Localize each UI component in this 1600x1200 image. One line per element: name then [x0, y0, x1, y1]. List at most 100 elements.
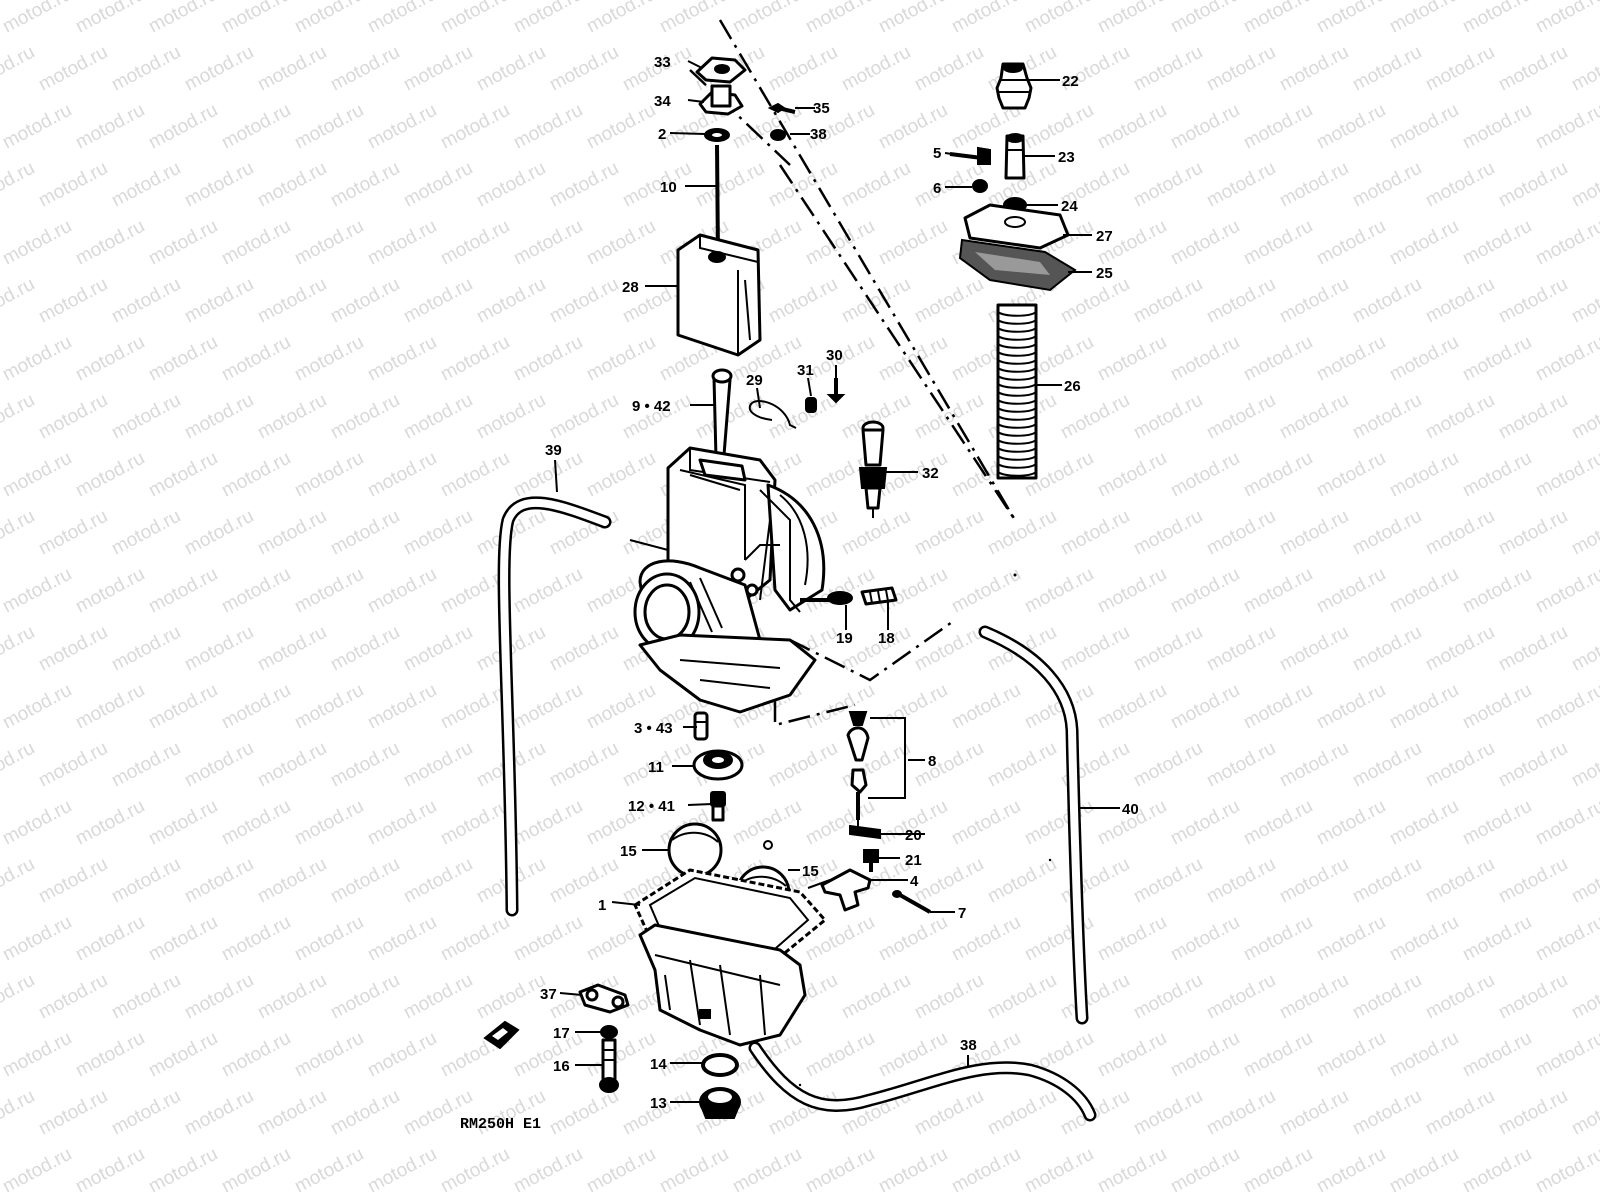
plate-27 [963, 203, 1070, 250]
spring-26 [996, 303, 1038, 480]
spring-coil [997, 383, 1037, 389]
spring-coil [997, 399, 1037, 405]
plate-37 [578, 983, 630, 1014]
callout-labels: 33 34 2 35 38 10 28 9 • 42 29 31 30 32 2… [460, 54, 1139, 1133]
spring-coil [997, 463, 1037, 469]
spring-coil [997, 391, 1037, 397]
callout-3-43: 3 • 43 [634, 720, 673, 737]
callout-23: 23 [1058, 149, 1075, 166]
clip-29 [748, 400, 797, 429]
spring-coil [997, 351, 1037, 357]
screw-21 [863, 849, 879, 872]
screw-30 [826, 378, 846, 404]
drawing-code: RM250H E1 [460, 1116, 541, 1133]
spring-coil [997, 407, 1037, 413]
callout-26: 26 [1064, 378, 1081, 395]
callout-37: 37 [540, 986, 557, 1003]
spring-coil [997, 359, 1037, 365]
callout-22: 22 [1062, 73, 1079, 90]
callout-16: 16 [553, 1058, 570, 1075]
leader-lines [554, 60, 1120, 1103]
throttle-valve-28 [676, 233, 762, 357]
callout-4: 4 [910, 873, 919, 890]
callout-7: 7 [958, 905, 966, 922]
nozzle-11 [692, 749, 744, 781]
cap-22 [995, 62, 1033, 110]
oring-14 [701, 1053, 739, 1077]
spring-coil [997, 311, 1037, 317]
callout-39: 39 [545, 442, 562, 459]
spring-coil [997, 431, 1037, 437]
callout-34: 34 [654, 93, 671, 110]
callout-15a: 15 [620, 843, 637, 860]
spring-18 [860, 586, 898, 606]
callout-29: 29 [746, 372, 763, 389]
spring-coil [997, 447, 1037, 453]
callout-40: 40 [1122, 801, 1139, 818]
callout-17: 17 [553, 1025, 570, 1042]
nut-23 [1004, 133, 1026, 180]
callout-2: 2 [658, 126, 666, 143]
carburetor-body [629, 446, 826, 714]
screw-5 [949, 146, 991, 165]
callout-35: 35 [813, 100, 830, 117]
screw-32 [858, 420, 888, 518]
hose-38 [748, 1041, 1097, 1122]
callout-38a: 38 [810, 126, 827, 143]
cap-34 [698, 84, 744, 116]
pin-7 [892, 890, 931, 914]
bolt-16 [599, 1038, 619, 1093]
float-15a [667, 822, 723, 878]
callout-18: 18 [878, 630, 895, 647]
jet-needle-9-42 [711, 368, 733, 460]
spring-coil [997, 335, 1037, 341]
washer-38a [770, 129, 786, 141]
callout-27: 27 [1096, 228, 1113, 245]
callout-12-41: 12 • 41 [628, 798, 675, 815]
plug-small [483, 1020, 520, 1050]
scan-specks [798, 573, 1052, 1087]
ring-2 [704, 128, 730, 142]
callout-38b: 38 [960, 1037, 977, 1054]
needle-valve-8 [846, 711, 906, 820]
plug-13 [699, 1087, 741, 1119]
callout-32: 32 [922, 465, 939, 482]
callout-5: 5 [933, 145, 941, 162]
cap-33 [695, 56, 747, 84]
callout-14: 14 [650, 1056, 667, 1073]
bolt-35 [767, 102, 796, 114]
spring-coil [997, 327, 1037, 333]
spring-coil [997, 319, 1037, 325]
callout-25: 25 [1096, 265, 1113, 282]
hose-40 [978, 625, 1089, 1025]
callout-1: 1 [598, 897, 606, 914]
spring-coil [997, 471, 1037, 477]
spring-coil [997, 343, 1037, 349]
callout-33: 33 [654, 54, 671, 71]
float-arm-4 [807, 868, 872, 912]
callout-13: 13 [650, 1095, 667, 1112]
callout-6: 6 [933, 180, 941, 197]
hose-39 [497, 496, 612, 917]
assembly-line [689, 19, 1017, 727]
spring-coil [997, 455, 1037, 461]
jet-19 [800, 591, 853, 605]
callout-8: 8 [928, 753, 936, 770]
jet-12-41 [710, 791, 726, 822]
callout-28: 28 [622, 279, 639, 296]
callout-30: 30 [826, 347, 843, 364]
callout-15b: 15 [802, 863, 819, 880]
spring-coil [997, 439, 1037, 445]
washer-6 [972, 179, 988, 193]
callout-19: 19 [836, 630, 853, 647]
callout-11: 11 [648, 759, 664, 776]
callout-24: 24 [1061, 198, 1078, 215]
callout-10: 10 [660, 179, 677, 196]
callout-31: 31 [797, 362, 814, 379]
callout-21: 21 [905, 852, 922, 869]
washer-17 [600, 1025, 618, 1039]
callout-9-42: 9 • 42 [632, 398, 671, 415]
gasket-25 [958, 238, 1077, 292]
float-bowl [638, 923, 807, 1047]
